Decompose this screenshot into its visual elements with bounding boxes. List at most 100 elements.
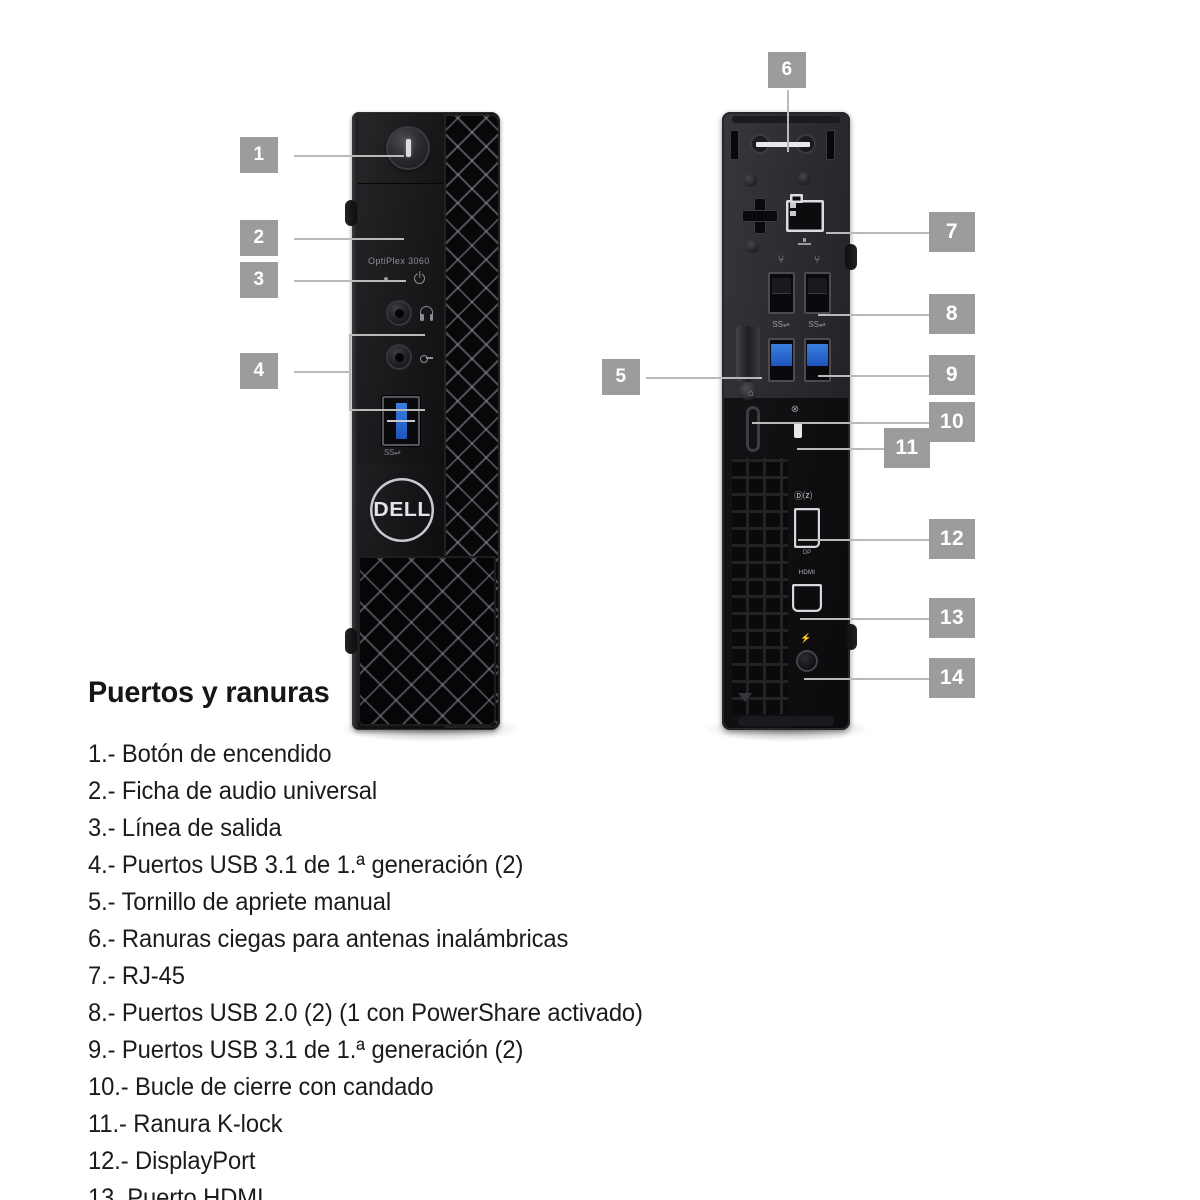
list-item: 12.- DisplayPort	[88, 1147, 256, 1175]
usb-icon: ⑂	[777, 254, 785, 266]
callout-badge-13[interactable]: 13	[929, 598, 975, 638]
callout-badge-10[interactable]: 10	[929, 402, 975, 442]
list-item: 5.- Tornillo de apriete manual	[88, 888, 392, 916]
ports-list: 1.- Botón de encendido 2.- Ficha de audi…	[88, 736, 848, 1200]
front-io-panel: OptiPlex 3060 SS⇌ SS⇌	[358, 184, 444, 535]
optiplex-rear-view: ⑂ ⑂ SS⇌ SS⇌ ⌂ ⊗ Ⓓ⒵ DP HDMI ⚡	[722, 112, 857, 730]
front-left-edge	[352, 114, 358, 728]
leader-line-8	[818, 314, 930, 316]
usb-tongue	[771, 344, 792, 366]
callout-badge-14[interactable]: 14	[929, 658, 975, 698]
usb-icon: ⑂	[813, 254, 821, 266]
chassis-screw-boss	[798, 172, 811, 185]
callout-badge-2[interactable]: 2	[240, 220, 278, 256]
list-item: 13. Puerto HDMI	[88, 1184, 264, 1200]
callout-badge-3[interactable]: 3	[240, 262, 278, 298]
callout-badge-5[interactable]: 5	[602, 359, 640, 395]
callout-badge-11[interactable]: 11	[884, 428, 930, 468]
power-button-indicator	[405, 139, 411, 157]
rear-cross-vent	[742, 198, 778, 234]
list-item: 4.- Puertos USB 3.1 de 1.ª generación (2…	[88, 851, 524, 879]
superspeed-icon: SS⇌	[384, 448, 401, 457]
power-connector-icon: ⚡	[800, 633, 812, 643]
callout-badge-1[interactable]: 1	[240, 137, 278, 173]
chassis-foot-nub	[845, 624, 857, 650]
leader-line-3	[294, 280, 406, 282]
callout-badge-12[interactable]: 12	[929, 519, 975, 559]
callout-badge-7[interactable]: 7	[929, 212, 975, 252]
leader-line-1	[294, 155, 404, 157]
leader-line-10	[752, 422, 930, 424]
network-icon	[798, 238, 811, 248]
front-usb31-port-1[interactable]	[382, 396, 420, 446]
power-connector[interactable]	[796, 650, 818, 672]
hdmi-label: HDMI	[798, 570, 816, 576]
padlock-ring-loop	[746, 406, 760, 452]
leader-line-4-stem	[294, 371, 350, 373]
rj45-link-led	[790, 203, 796, 208]
list-item: 11.- Ranura K-lock	[88, 1110, 283, 1138]
superspeed-icon: SS⇌	[808, 320, 826, 329]
displayport-label: DP	[802, 550, 812, 556]
leader-line-4-branch-bottom	[349, 409, 425, 411]
headset-icon	[420, 306, 433, 321]
power-symbol-icon	[414, 273, 425, 284]
leader-line-11	[797, 448, 885, 450]
captive-thumbscrew[interactable]	[736, 326, 760, 400]
displayport-icon: Ⓓ⒵	[794, 491, 813, 501]
chassis-foot-nub	[345, 628, 357, 654]
rear-usb31-port-1[interactable]	[768, 338, 795, 382]
leader-line-6	[787, 90, 789, 152]
kensington-lock-icon: ⊗	[790, 404, 800, 415]
hard-drive-activity-led	[384, 277, 388, 281]
leader-line-5	[646, 377, 762, 379]
model-label: OptiPlex 3060	[368, 255, 430, 267]
usb-contact-bar	[387, 420, 415, 422]
front-face-column: OptiPlex 3060 SS⇌ SS⇌	[358, 114, 496, 728]
rear-vent-slot	[826, 130, 835, 160]
hdmi-connector[interactable]	[792, 584, 822, 612]
leader-line-7	[826, 232, 930, 234]
leader-line-4-spine	[349, 334, 351, 410]
dell-logo-icon: DELL	[370, 478, 434, 542]
universal-audio-jack[interactable]	[386, 300, 412, 326]
chassis-screw-boss	[746, 240, 759, 253]
list-item: 7.- RJ-45	[88, 962, 185, 990]
dell-logo-text: DELL	[373, 498, 431, 521]
line-out-jack[interactable]	[386, 344, 412, 370]
rj45-ethernet-port[interactable]	[786, 194, 824, 232]
list-item: 1.- Botón de encendido	[88, 740, 332, 768]
list-item: 3.- Línea de salida	[88, 814, 282, 842]
orientation-marker	[738, 693, 752, 702]
list-item: 10.- Bucle de cierre con candado	[88, 1073, 434, 1101]
front-top-panel	[358, 114, 444, 184]
section-heading: Puertos y ranuras	[88, 676, 330, 709]
chassis-foot-nub	[845, 244, 857, 270]
callout-badge-4[interactable]: 4	[240, 353, 278, 389]
leader-line-4-branch-top	[349, 334, 425, 336]
kensington-lock-slot	[794, 422, 802, 438]
rear-usb20-port-2-powershare[interactable]	[804, 272, 831, 314]
chassis-foot-nub	[345, 200, 357, 226]
antenna-knockout-bridge	[756, 142, 810, 147]
rear-exhaust-grille	[732, 458, 788, 714]
leader-line-9	[818, 375, 930, 377]
rear-usb20-port-1[interactable]	[768, 272, 795, 314]
displayport-connector[interactable]	[794, 508, 820, 548]
callout-badge-9[interactable]: 9	[929, 355, 975, 395]
leader-line-12	[798, 539, 930, 541]
callout-badge-6[interactable]: 6	[768, 52, 806, 88]
leader-line-13	[800, 618, 930, 620]
rear-usb31-port-2[interactable]	[804, 338, 831, 382]
rear-top-rail	[732, 116, 840, 123]
padlock-icon: ⌂	[747, 388, 755, 399]
list-item: 2.- Ficha de audio universal	[88, 777, 378, 805]
usb-tongue	[772, 278, 791, 294]
callout-badge-8[interactable]: 8	[929, 294, 975, 334]
usb-tongue	[807, 344, 828, 366]
line-out-icon	[420, 352, 433, 363]
power-button[interactable]	[386, 126, 430, 170]
ports-and-slots-section: Puertos y ranuras 1.- Botón de encendido…	[88, 676, 848, 1200]
list-item: 9.- Puertos USB 3.1 de 1.ª generación (2…	[88, 1036, 524, 1064]
